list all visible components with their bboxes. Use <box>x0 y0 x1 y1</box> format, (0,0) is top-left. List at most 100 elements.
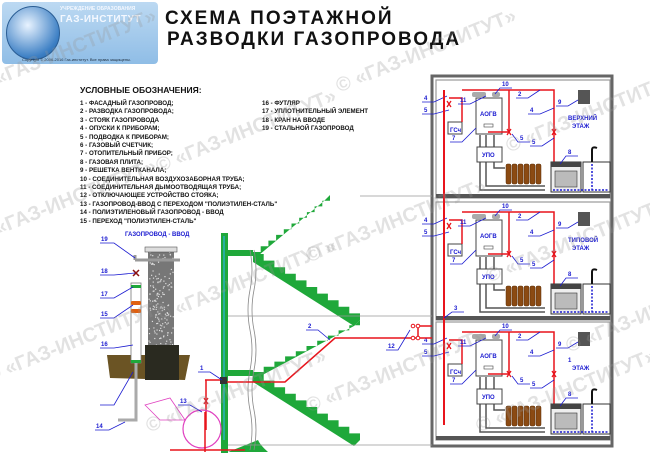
meter-label: ГСч <box>450 370 462 376</box>
callout-label: 1 <box>200 366 204 372</box>
wall-texture <box>152 301 153 302</box>
radiator-section <box>524 164 529 184</box>
wall-texture <box>159 254 160 255</box>
wall-texture <box>155 301 156 302</box>
wall-texture <box>149 293 150 294</box>
wall-texture <box>160 280 161 281</box>
upo-label: УПО <box>482 275 495 281</box>
radiator-section <box>512 406 517 426</box>
callout-label: 10 <box>502 204 509 210</box>
wall-texture <box>157 293 158 294</box>
wall-texture <box>166 315 167 316</box>
callout-label: 15 <box>101 312 108 318</box>
transition-fitting <box>131 301 141 305</box>
wall-texture <box>154 338 155 339</box>
sink-cabinet <box>583 404 610 434</box>
callout-label: 17 <box>101 292 108 298</box>
wall-texture <box>163 286 164 287</box>
wall-texture <box>170 254 171 255</box>
radiator-section <box>512 164 517 184</box>
wall-texture <box>156 307 157 308</box>
upo-label: УПО <box>482 395 495 401</box>
wall-texture <box>150 254 151 255</box>
wall-texture <box>161 279 162 280</box>
radiator-section <box>530 406 535 426</box>
vent-grille-icon <box>578 332 590 346</box>
boiler-label: АОГВ <box>480 112 497 118</box>
floor-slab <box>436 436 610 440</box>
wall-texture <box>149 333 150 334</box>
seal-element <box>131 360 141 363</box>
radiator-section <box>506 406 511 426</box>
wall-texture <box>149 299 150 300</box>
wall-texture <box>156 278 157 279</box>
wall-texture <box>162 292 163 293</box>
riser-shutoff-valve-icon <box>411 336 415 340</box>
wall-texture <box>170 316 171 317</box>
vent-grille-icon <box>578 90 590 104</box>
wall-texture <box>155 300 156 301</box>
wall-texture <box>162 294 163 295</box>
floor-line <box>228 196 432 445</box>
wall-texture <box>160 328 161 329</box>
floor-label: ВЕРХНИЙ <box>568 114 597 122</box>
wall-texture <box>164 257 165 258</box>
wall-texture <box>173 316 174 317</box>
wall-texture <box>168 322 169 323</box>
wall-texture <box>163 281 164 282</box>
wall-texture <box>160 343 161 344</box>
wall-texture <box>167 315 168 316</box>
wall-texture <box>150 285 151 286</box>
wall-texture <box>156 305 157 306</box>
radiator-section <box>530 164 535 184</box>
wall-texture <box>165 314 166 315</box>
inlet-detail-circle <box>183 410 221 448</box>
wall-texture <box>164 327 165 328</box>
floor-slab <box>436 194 610 198</box>
stove-oven <box>555 171 577 187</box>
wall-texture <box>167 335 168 336</box>
wall-texture <box>158 296 159 297</box>
stove-oven <box>555 413 577 429</box>
wall-texture <box>165 283 166 284</box>
wall-texture <box>159 338 160 339</box>
sink-cabinet <box>583 284 610 314</box>
wall-texture <box>163 255 164 256</box>
floor-label: ТИПОВОЙ <box>568 236 598 244</box>
meter-label: ГСч <box>450 250 462 256</box>
wall-texture <box>160 306 161 307</box>
wall-texture <box>152 255 153 256</box>
stove-oven <box>555 293 577 309</box>
wall-texture <box>150 310 151 311</box>
sink-cabinet <box>583 162 610 192</box>
wall-texture <box>157 317 158 318</box>
stove-top <box>551 162 581 167</box>
wall-texture <box>156 309 157 310</box>
wall-texture <box>168 304 169 305</box>
wall-texture <box>154 306 155 307</box>
wall-texture <box>159 320 160 321</box>
wall-texture <box>164 318 165 319</box>
wall-texture <box>153 287 154 288</box>
wall-texture <box>158 313 159 314</box>
radiator-section <box>524 406 529 426</box>
wall-texture <box>161 331 162 332</box>
wall-texture <box>154 332 155 333</box>
flue-pipe <box>472 214 486 219</box>
wall-texture <box>165 343 166 344</box>
radiator-section <box>518 406 523 426</box>
callout-label: 10 <box>502 324 509 330</box>
wall-texture <box>164 276 165 277</box>
stove-top <box>551 404 581 409</box>
wall-texture <box>157 257 158 258</box>
wall-texture <box>158 294 159 295</box>
upo-label: УПО <box>482 153 495 159</box>
wall-texture <box>151 275 152 276</box>
radiator-section <box>512 286 517 306</box>
wall-texture <box>163 336 164 337</box>
wall-texture <box>164 294 165 295</box>
wall-sleeve <box>220 377 227 384</box>
wall-texture <box>160 307 161 308</box>
wall-texture <box>156 333 157 334</box>
